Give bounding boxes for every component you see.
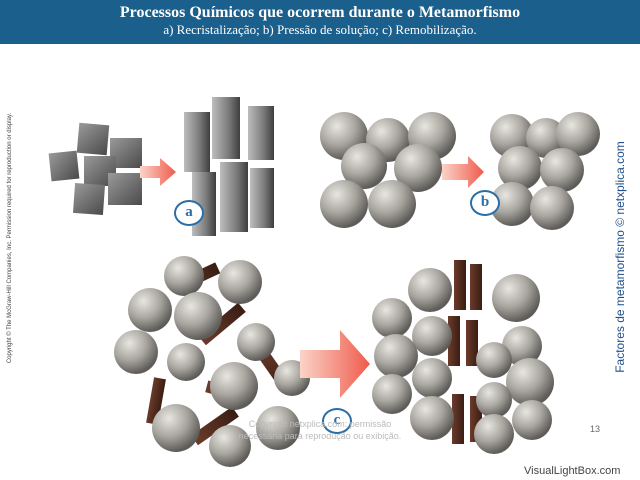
title-bar: Processos Químicos que ocorrem durante o… [0,0,640,44]
panel-c-after [372,260,554,454]
watermark-line1: Copyright netxplica.com: permissão [248,419,392,429]
right-arrow-icon [140,158,176,186]
label-a: a [174,200,204,226]
page-subtitle: a) Recristalização; b) Pressão de soluçã… [163,22,477,37]
page-number: 13 [590,424,601,434]
brand-link[interactable]: VisualLightBox.com [524,465,621,477]
right-arrow-icon [442,156,484,188]
panel-b-before [320,112,456,228]
page-title: Processos Químicos que ocorrem durante o… [119,4,521,21]
watermark: Copyright netxplica.com: permissão neces… [230,418,410,442]
watermark-line2: necessária para reprodução ou exibição. [238,431,402,441]
right-arrow-icon [300,330,370,398]
panel-a-small-crystals [48,122,142,216]
label-b: b [470,190,500,216]
panel-c-before [114,256,310,467]
panel-b-after [490,112,600,230]
label-c: c [322,408,352,434]
